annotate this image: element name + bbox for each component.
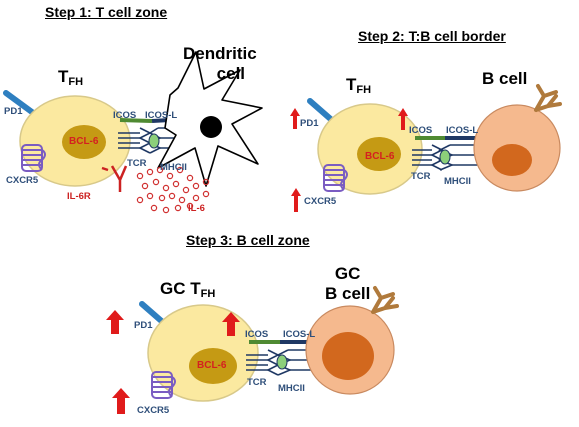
il6r-label: IL-6R <box>67 191 91 202</box>
il6-dot <box>182 186 190 194</box>
il6-dot <box>202 178 210 186</box>
il6-dot <box>152 178 160 186</box>
b-cell-nucleus <box>492 144 532 176</box>
b-cell-nucleus <box>322 332 374 380</box>
step2-group <box>290 84 562 212</box>
pd1-receptor <box>3 90 39 118</box>
step1-icosl-label: ICOS-L <box>145 110 178 121</box>
tfh-main: T <box>346 75 357 94</box>
step3-gc-tfh-label: GC TFH <box>160 280 215 300</box>
dendritic-line2: cell <box>216 63 246 83</box>
tfh-subscript: FH <box>200 288 216 300</box>
il6-dot <box>186 174 194 182</box>
step1-tcr-label: TCR <box>127 158 147 169</box>
il6-dot <box>174 204 182 212</box>
il6-dot <box>146 168 154 176</box>
il6-dot <box>150 204 158 212</box>
step1-title: Step 1: T cell zone <box>45 4 168 20</box>
il6-dot <box>192 182 200 190</box>
gc-b-line1: GC <box>334 264 361 283</box>
antigen-peptide <box>148 133 160 149</box>
step3-group <box>106 286 399 414</box>
il6-dot <box>202 190 210 198</box>
step2-tcr-label: TCR <box>411 171 431 182</box>
il6-label: IL-6 <box>188 203 205 214</box>
pd1-receptor <box>307 98 337 125</box>
cxcr5-receptor <box>21 144 46 172</box>
step2-mhcii-label: MHCII <box>444 176 471 187</box>
step3-pd1-label: PD1 <box>134 320 153 331</box>
step3-icos-label: ICOS <box>245 329 269 340</box>
dendritic-nucleus <box>200 116 222 138</box>
step2-cxcr5-label: CXCR5 <box>304 196 337 207</box>
step2-icos-label: ICOS <box>409 125 433 136</box>
gc-b-line2: B cell <box>325 283 371 303</box>
il6-dot <box>136 172 144 180</box>
tfh-nucleus <box>189 348 237 384</box>
pd1-up-arrow <box>290 108 300 129</box>
step2-tfh-label: TFH <box>346 76 371 96</box>
tfh-main: GC T <box>160 279 201 298</box>
step3-cxcr5-label: CXCR5 <box>137 405 170 416</box>
step3-tcr-label: TCR <box>247 377 267 388</box>
cxcr5-receptor <box>323 164 348 192</box>
tfh-subscript: FH <box>68 76 84 88</box>
step3-title: Step 3: B cell zone <box>186 232 310 248</box>
il6-dot <box>158 194 166 202</box>
step1-tfh-label: TFH <box>58 68 83 88</box>
step3-icosl-label: ICOS-L <box>283 329 316 340</box>
antigen-peptide <box>439 149 451 165</box>
step3-mhcii-label: MHCII <box>278 383 305 394</box>
upregulation-arrows <box>106 310 240 414</box>
antigen-peptide <box>276 354 288 370</box>
il6-dot <box>146 192 154 200</box>
il6-dot <box>192 194 200 202</box>
step1-icos-label: ICOS <box>113 110 137 121</box>
cxcr5-up-arrow <box>291 188 301 212</box>
step2-icosl-label: ICOS-L <box>446 125 479 136</box>
step1-bcl6-label: BCL-6 <box>69 136 99 147</box>
il6-dot <box>176 166 184 174</box>
icos-up-arrow <box>222 312 240 336</box>
il6-dot <box>156 166 164 174</box>
tfh-nucleus <box>357 137 401 171</box>
step2-bcl6-label: BCL-6 <box>365 151 395 162</box>
il6-dot <box>186 202 194 210</box>
il6-dot <box>136 196 144 204</box>
step1-group <box>3 51 263 214</box>
bcr-receptor <box>371 286 399 314</box>
il6-cytokines <box>136 166 210 214</box>
cxcr5-receptor <box>151 371 176 399</box>
b-cell-label: B cell <box>482 69 528 88</box>
step2-pd1-label: PD1 <box>300 118 319 129</box>
bcr-receptor <box>534 84 562 112</box>
il6-dot <box>141 182 149 190</box>
il6-dot <box>162 206 170 214</box>
il6-dot <box>168 192 176 200</box>
il6-dot <box>178 196 186 204</box>
il6-dot <box>166 172 174 180</box>
tfh-nucleus <box>62 125 106 159</box>
step2-title: Step 2: T:B cell border <box>358 28 506 44</box>
step1-mhcii-label: MHCII <box>160 162 187 173</box>
il6-dot <box>172 180 180 188</box>
il6r-receptor <box>101 165 128 192</box>
tfh-main: T <box>58 67 69 86</box>
step3-bcl6-label: BCL-6 <box>197 360 227 371</box>
pd1-up-arrow <box>106 310 124 334</box>
icos-bar <box>119 118 153 123</box>
cxcr5-up-arrow <box>112 388 130 414</box>
tfh-subscript: FH <box>356 84 372 96</box>
step1-pd1-label: PD1 <box>4 106 23 117</box>
dendritic-line1: Dendritic <box>183 44 257 63</box>
upregulation-arrows <box>290 108 408 212</box>
step1-cxcr5-label: CXCR5 <box>6 175 39 186</box>
il6-dot <box>162 184 170 192</box>
icos-up-arrow <box>398 108 408 130</box>
